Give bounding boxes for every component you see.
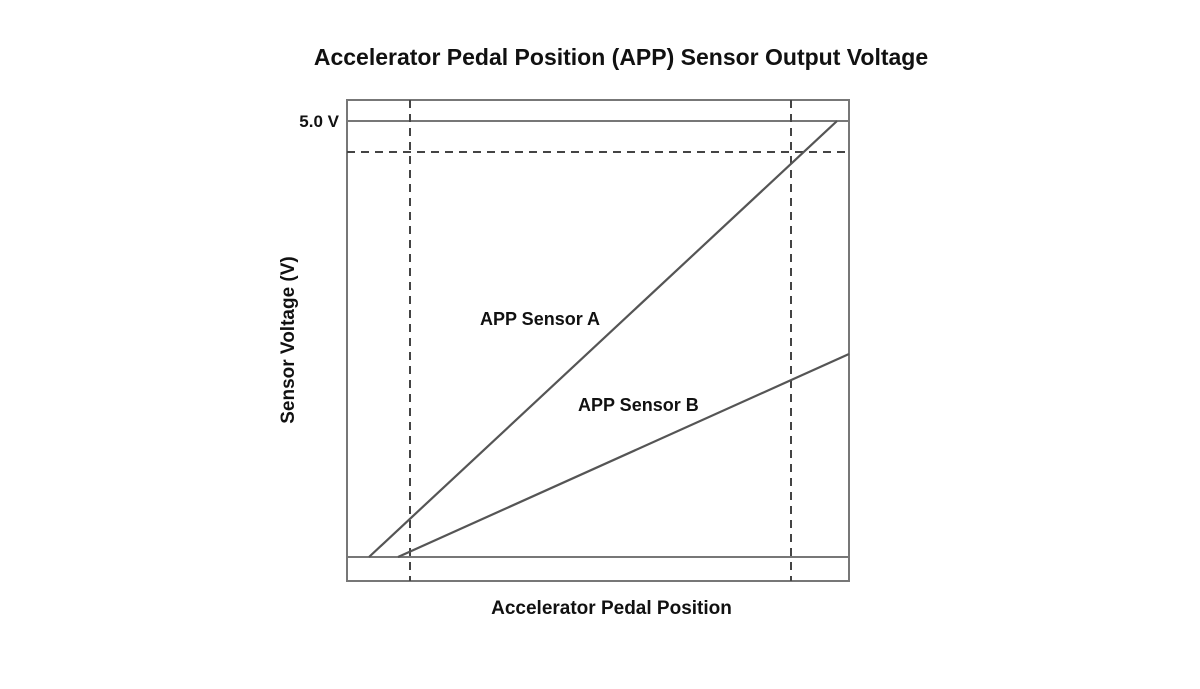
- chart-title: Accelerator Pedal Position (APP) Sensor …: [313, 44, 929, 70]
- y-axis-label: Sensor Voltage (V): [278, 256, 299, 424]
- plot-frame: [346, 99, 850, 582]
- x-axis-label: Accelerator Pedal Position: [491, 598, 732, 619]
- series-line-app-sensor-b: [397, 352, 850, 559]
- series-label-app-sensor-a: APP Sensor A: [480, 309, 600, 329]
- y-tick-label-5v: 5.0 V: [299, 112, 339, 131]
- series-line-app-sensor-a: [368, 120, 838, 558]
- series-label-app-sensor-b: APP Sensor B: [578, 395, 699, 415]
